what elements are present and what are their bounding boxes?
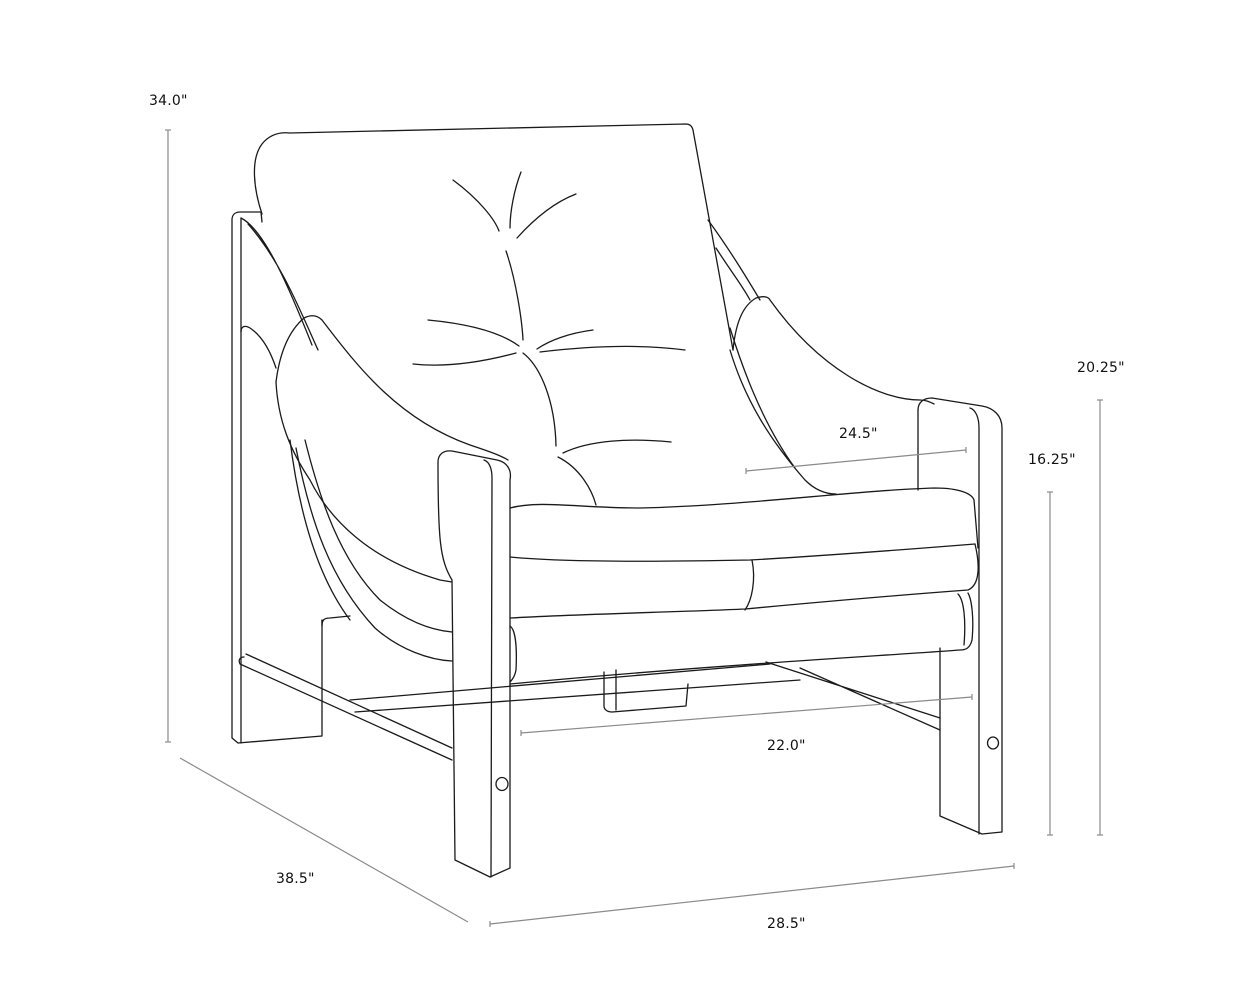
tuft-line (557, 456, 597, 506)
label-seat-depth: 24.5" (839, 426, 878, 442)
left-sling (240, 217, 319, 351)
left-sling-back (289, 439, 351, 621)
seat-cushion-mid (509, 543, 976, 562)
tuft-line (562, 439, 672, 454)
label-seat-height: 16.25" (1028, 452, 1076, 468)
tuft-line (509, 171, 522, 229)
seat-base (509, 592, 974, 685)
label-arm-height: 20.25" (1077, 360, 1125, 376)
tuft-line (536, 329, 594, 350)
dim-line-seat-depth (745, 449, 967, 472)
dim-line-seat-width (520, 696, 973, 734)
rear-block (321, 615, 351, 627)
bolt-left (495, 776, 509, 792)
seat-cushion-top (509, 487, 979, 549)
right-sling (707, 219, 761, 301)
tuft-line (505, 250, 524, 341)
left-rear-frame (231, 211, 323, 744)
backrest-cushion (253, 123, 734, 351)
tuft-line (522, 352, 557, 447)
seat-base-right-edge (957, 593, 966, 646)
tuft-line (427, 319, 520, 347)
left-arm-cushion (275, 315, 509, 461)
label-overall-depth: 38.5" (276, 871, 315, 887)
left-sling-edge (304, 439, 453, 633)
side-stretcher-right (765, 661, 941, 731)
right-arm-cushion (732, 296, 935, 405)
seat-cushion-front (509, 543, 979, 619)
front-right-leg (917, 397, 1003, 835)
seat-cushion-seam (744, 559, 755, 611)
tuft-line (516, 193, 577, 239)
front-left-leg (437, 450, 512, 878)
dimension-lines (165, 129, 1103, 927)
rear-stretcher (349, 663, 801, 713)
center-bracket (603, 669, 689, 713)
seat-base-left-edge (509, 625, 517, 683)
tuft-line (539, 345, 686, 353)
dim-line-overall-depth (179, 757, 469, 923)
label-overall-width: 28.5" (767, 916, 806, 932)
tuft-line (412, 352, 517, 366)
tuft-line (452, 179, 500, 232)
label-seat-width: 22.0" (767, 738, 806, 754)
left-sling-lower (295, 447, 453, 662)
left-arm-cushion-inner (275, 381, 453, 583)
front-left-leg-edge (483, 459, 493, 878)
bolt-right (986, 736, 1000, 750)
label-overall-height: 34.0" (149, 93, 188, 109)
side-stretcher-left (238, 653, 453, 761)
front-right-leg-edge (917, 407, 980, 835)
dim-line-overall-width (489, 865, 1015, 925)
left-frame-cutout (240, 325, 277, 369)
